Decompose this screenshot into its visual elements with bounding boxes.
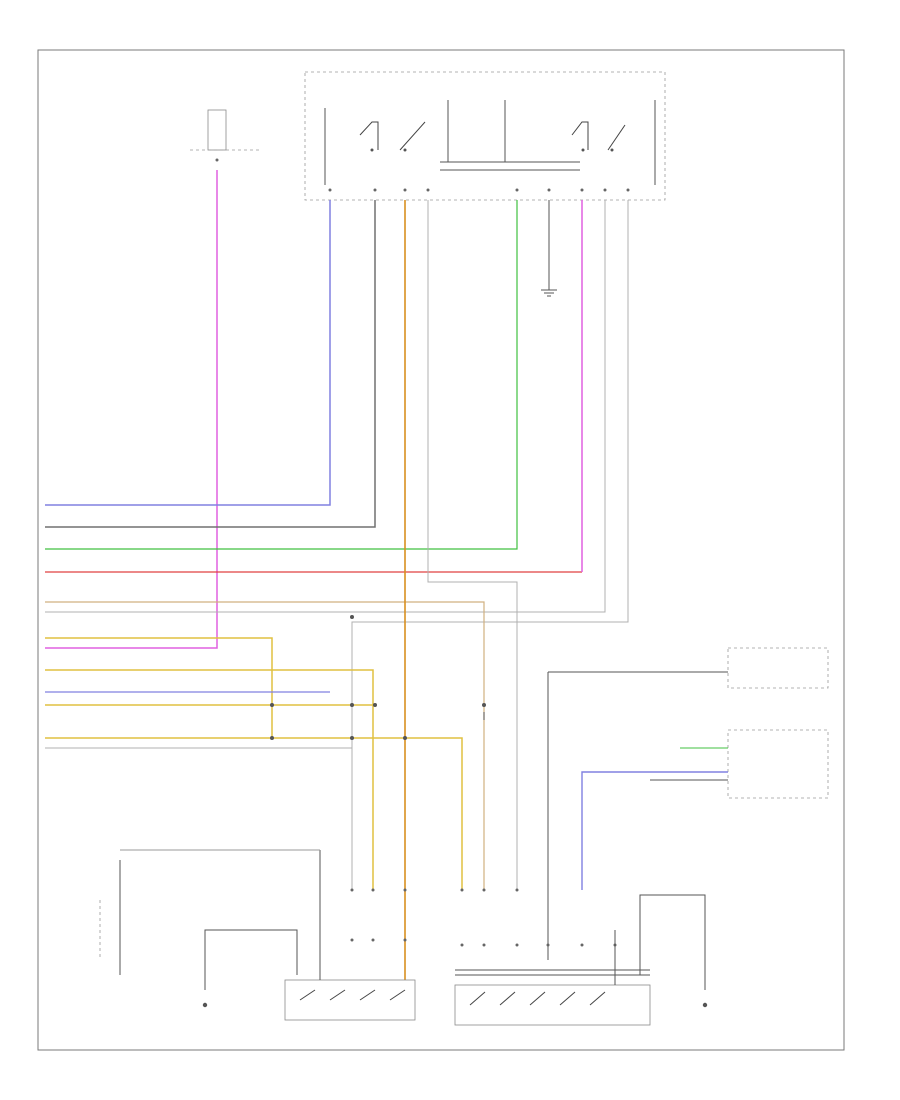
ground-icon [541,200,557,297]
wire-yellow-1 [45,637,273,738]
wire-yellow-2 [45,669,374,890]
bottom-left-component [99,860,298,1008]
wire-gray-1 [45,200,376,528]
right-component-upper [547,647,829,960]
wire-lightgray-2 [45,200,606,613]
driver-seat-connector [454,888,708,1026]
wire-blue-1 [45,200,331,506]
switch-icon [359,121,626,152]
splice-dot-icon [270,615,486,740]
connector-top-left [190,109,260,162]
seat-module-dashed-box [304,71,666,201]
diagram-frame [37,49,845,1051]
wire-lightgray-3 [351,200,629,890]
wire-lightgray-1 [427,200,518,890]
connector-icon [328,188,630,192]
wire-pink-1 [45,170,218,649]
wire-tan-1 [45,601,485,890]
right-component-lower [581,729,829,890]
wire-yellow-4 [45,737,463,890]
wire-green-1 [45,200,518,550]
passenger-seat-connector [120,849,416,1021]
